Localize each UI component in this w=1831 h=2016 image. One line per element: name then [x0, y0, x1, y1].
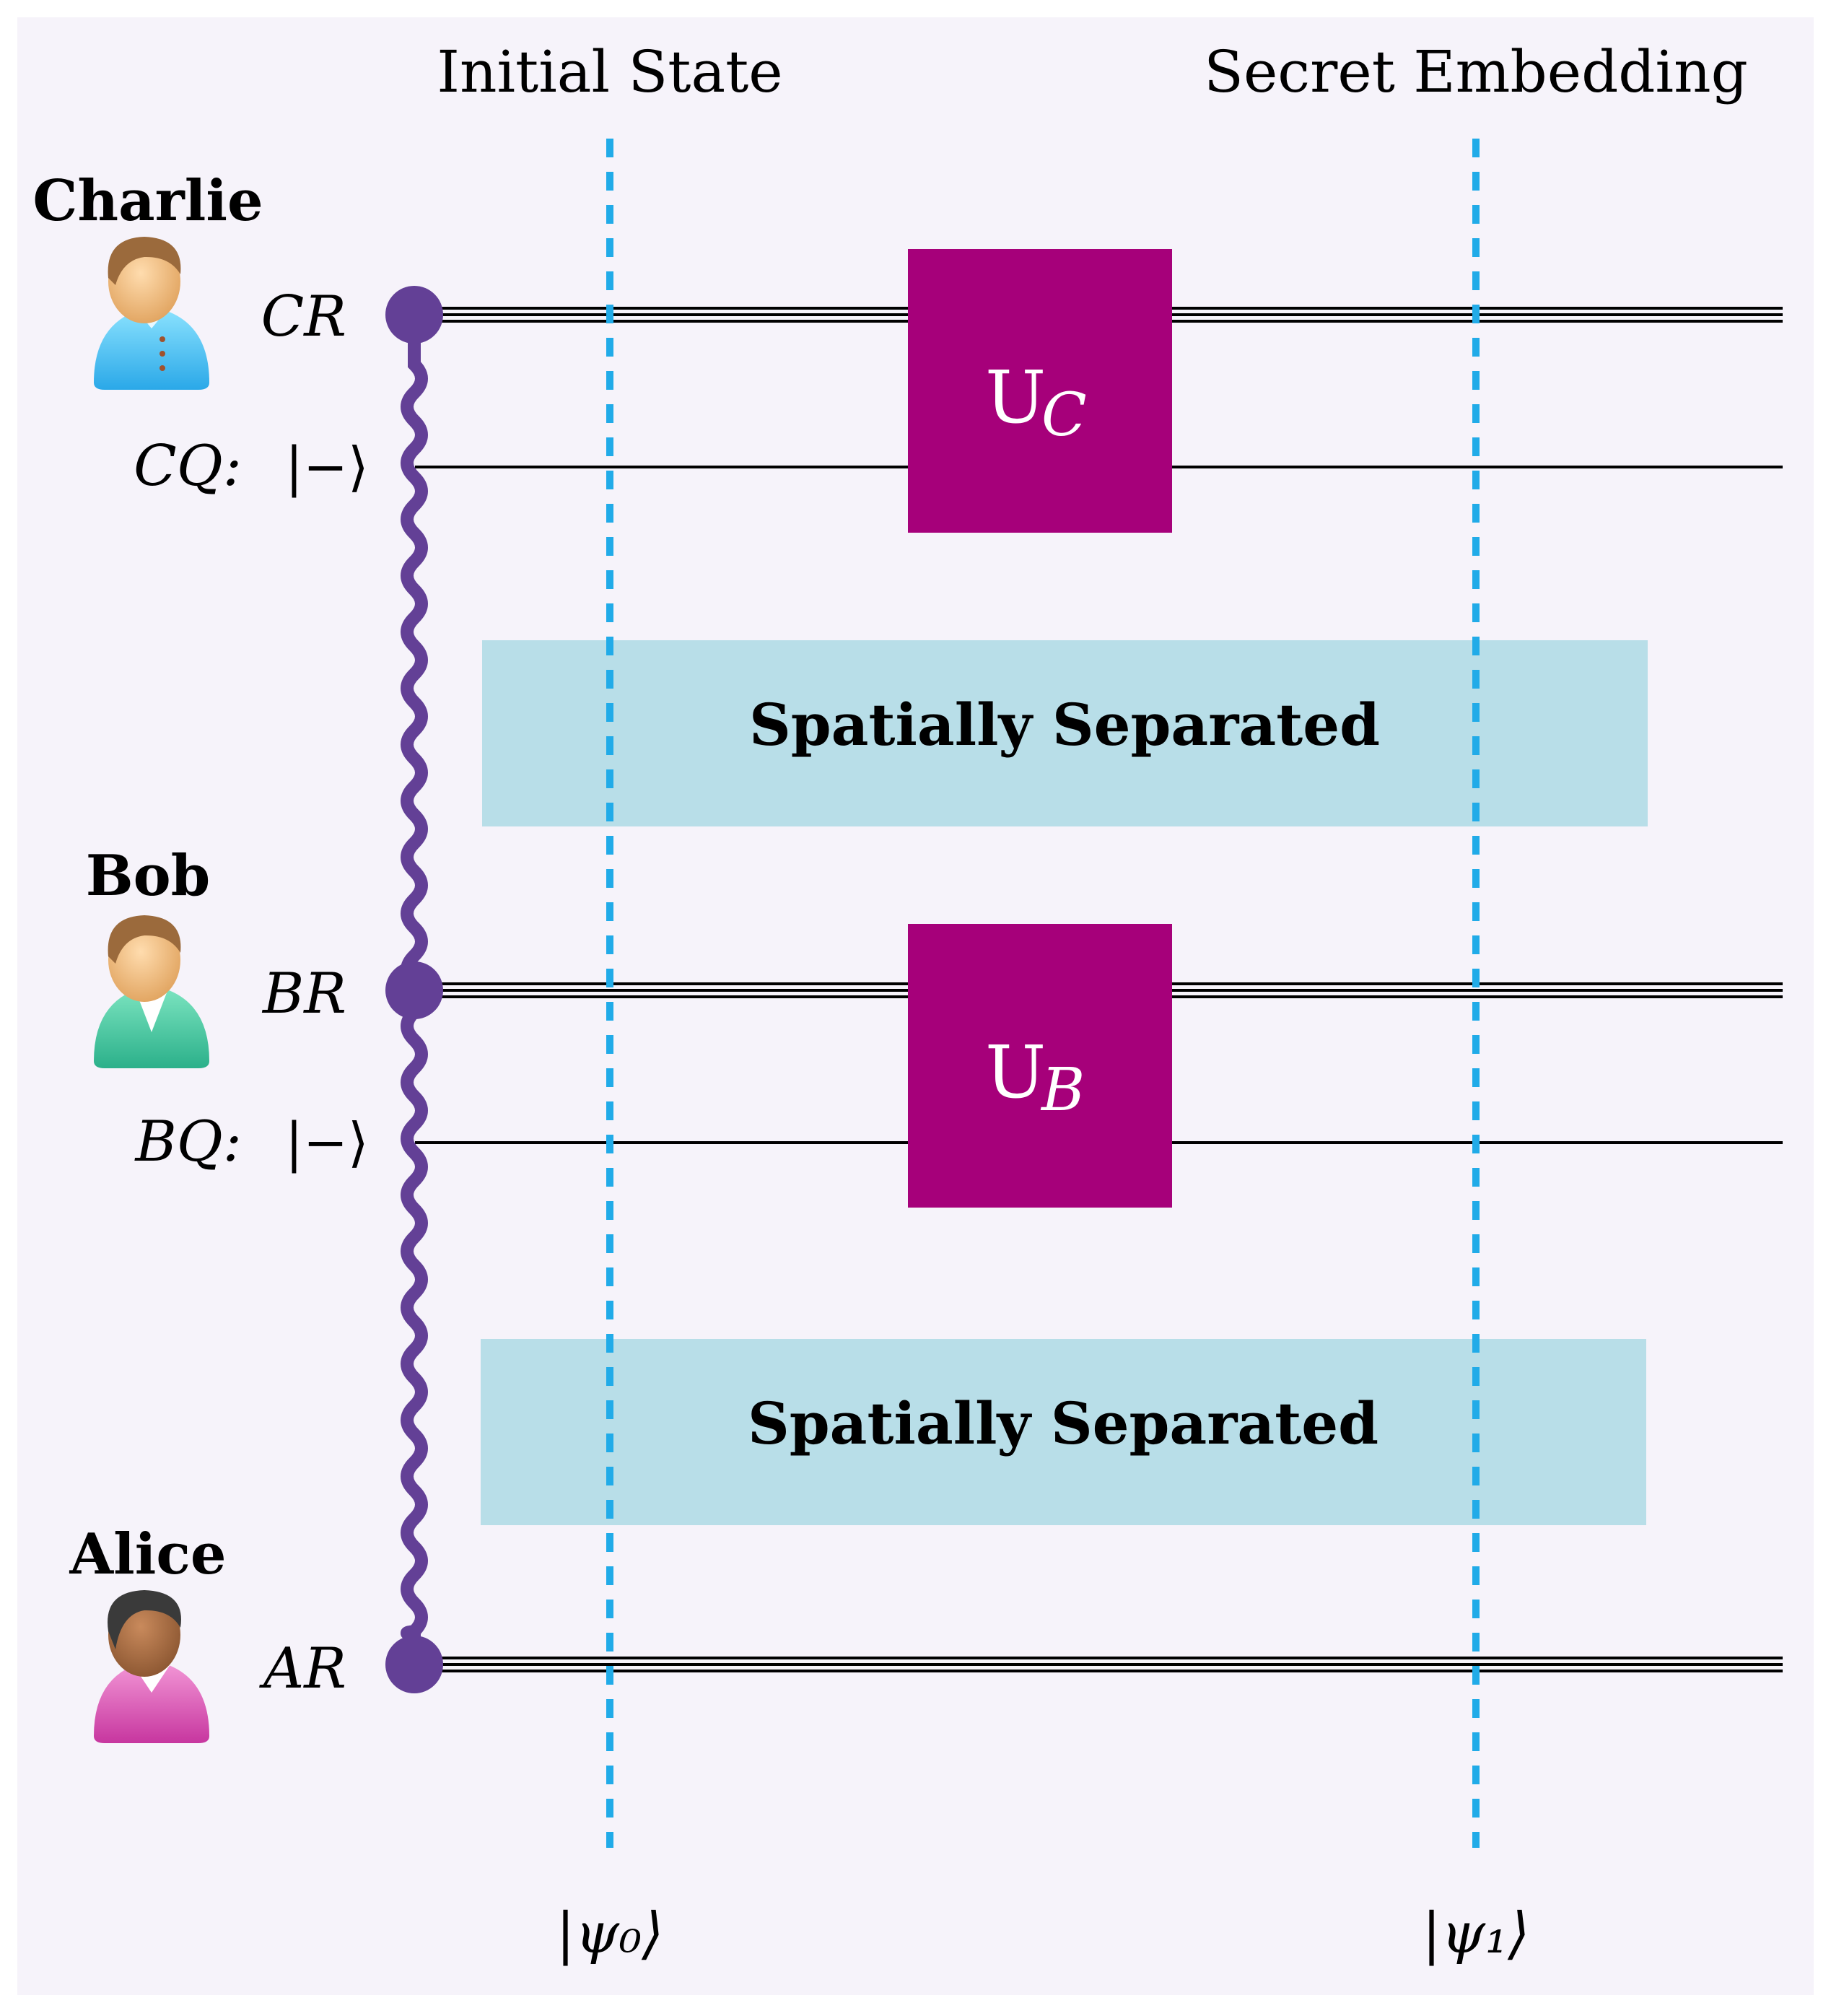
party-name-alice: Alice	[69, 1522, 227, 1587]
wire-label-cr: CR	[261, 284, 346, 349]
gate-uc-sub: C	[1041, 381, 1087, 450]
wire-label-cq: CQ:	[134, 434, 242, 499]
entanglement-node-br	[385, 961, 443, 1019]
separator-label-2: Spatially Separated	[748, 1389, 1378, 1457]
wire-label-ar: AR	[259, 1636, 346, 1701]
party-name-bob: Bob	[86, 843, 211, 909]
wire-state-cq: |−⟩	[285, 436, 369, 498]
separator-label-1: Spatially Separated	[749, 691, 1380, 759]
stage-title-embedding: Secret Embedding	[1204, 38, 1748, 105]
gate-uc-base: U	[985, 355, 1046, 440]
stage-title-initial: Initial State	[437, 38, 782, 105]
state-label-psi0: |ψ₀⟩	[556, 1901, 663, 1966]
person-pink-icon	[94, 1590, 209, 1743]
separator-band-1	[482, 640, 1648, 826]
person-blue-icon	[94, 237, 209, 390]
wire-label-br: BR	[261, 961, 346, 1026]
entanglement-node-ar	[385, 1636, 443, 1693]
state-label-psi1: |ψ₁⟩	[1422, 1901, 1529, 1966]
person-green-icon	[94, 915, 209, 1068]
wire-state-bq: |−⟩	[285, 1112, 369, 1174]
gate-ub-base: U	[985, 1030, 1046, 1114]
separator-band-2	[481, 1339, 1646, 1525]
wire-ar	[415, 1657, 1783, 1672]
gate-ub-sub: B	[1040, 1056, 1085, 1125]
gate-ub: U B	[908, 924, 1172, 1208]
wire-label-bq: BQ:	[134, 1109, 242, 1174]
party-name-charlie: Charlie	[32, 168, 263, 234]
gate-uc: U C	[908, 249, 1172, 533]
entanglement-node-cr	[385, 286, 443, 344]
